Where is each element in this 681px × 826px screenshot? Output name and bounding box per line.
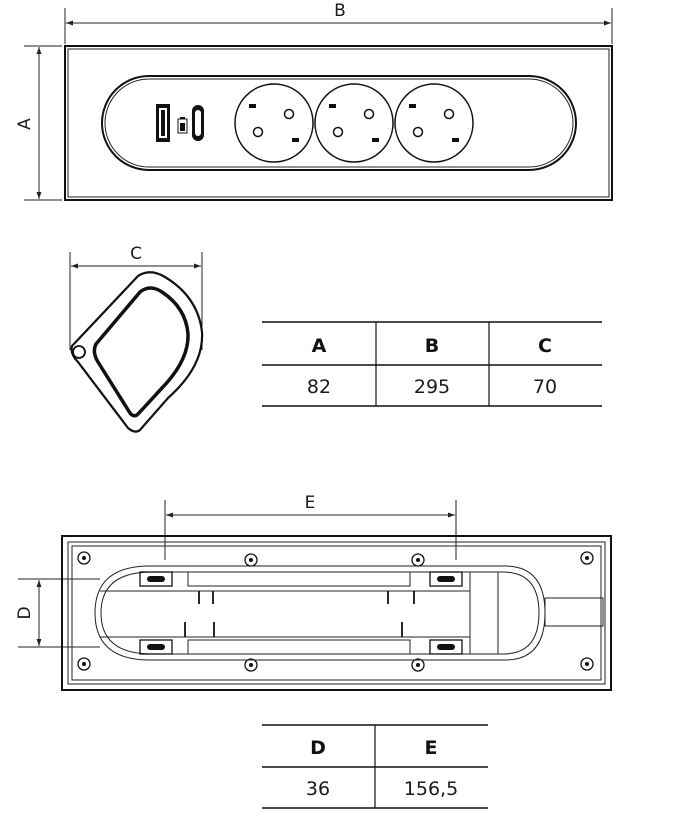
table-value-e: 156,5	[404, 778, 458, 800]
mounting-slot-icon	[139, 571, 463, 655]
dimension-table-abc: A B C 82 295 70	[262, 321, 602, 407]
front-view: B A	[15, 1, 613, 201]
table-value-a: 82	[307, 376, 331, 398]
table-value-b: 295	[414, 376, 450, 398]
table-value-c: 70	[533, 376, 557, 398]
dimension-d-label: D	[15, 606, 35, 619]
socket-1	[234, 83, 314, 163]
cable-channel	[94, 565, 546, 661]
table-header-d: D	[310, 737, 326, 759]
dimension-c-label: C	[130, 244, 142, 264]
side-profile-outline	[70, 271, 204, 433]
usb-c-port-icon	[192, 105, 204, 141]
socket-2	[314, 83, 394, 163]
usb-a-port-icon	[156, 104, 170, 142]
dimension-b-label: B	[334, 1, 346, 21]
screw-icon	[77, 551, 594, 672]
dimension-table-de: D E 36 156,5	[262, 724, 488, 809]
side-profile-inner	[92, 286, 190, 418]
socket-3	[394, 83, 474, 163]
table-header-a: A	[312, 335, 327, 357]
base-plate-outline	[61, 535, 612, 691]
dimension-e-label: E	[305, 493, 316, 513]
hinge-icon	[72, 345, 86, 359]
bottom-view: E D	[15, 493, 612, 691]
battery-icon	[177, 117, 188, 134]
table-value-d: 36	[306, 778, 330, 800]
table-header-e: E	[425, 737, 438, 759]
housing-outline	[64, 45, 613, 201]
socket-panel	[101, 75, 577, 171]
side-view: C	[69, 244, 204, 433]
table-header-c: C	[538, 335, 552, 357]
table-header-b: B	[425, 335, 439, 357]
dimension-a-label: A	[15, 118, 35, 130]
